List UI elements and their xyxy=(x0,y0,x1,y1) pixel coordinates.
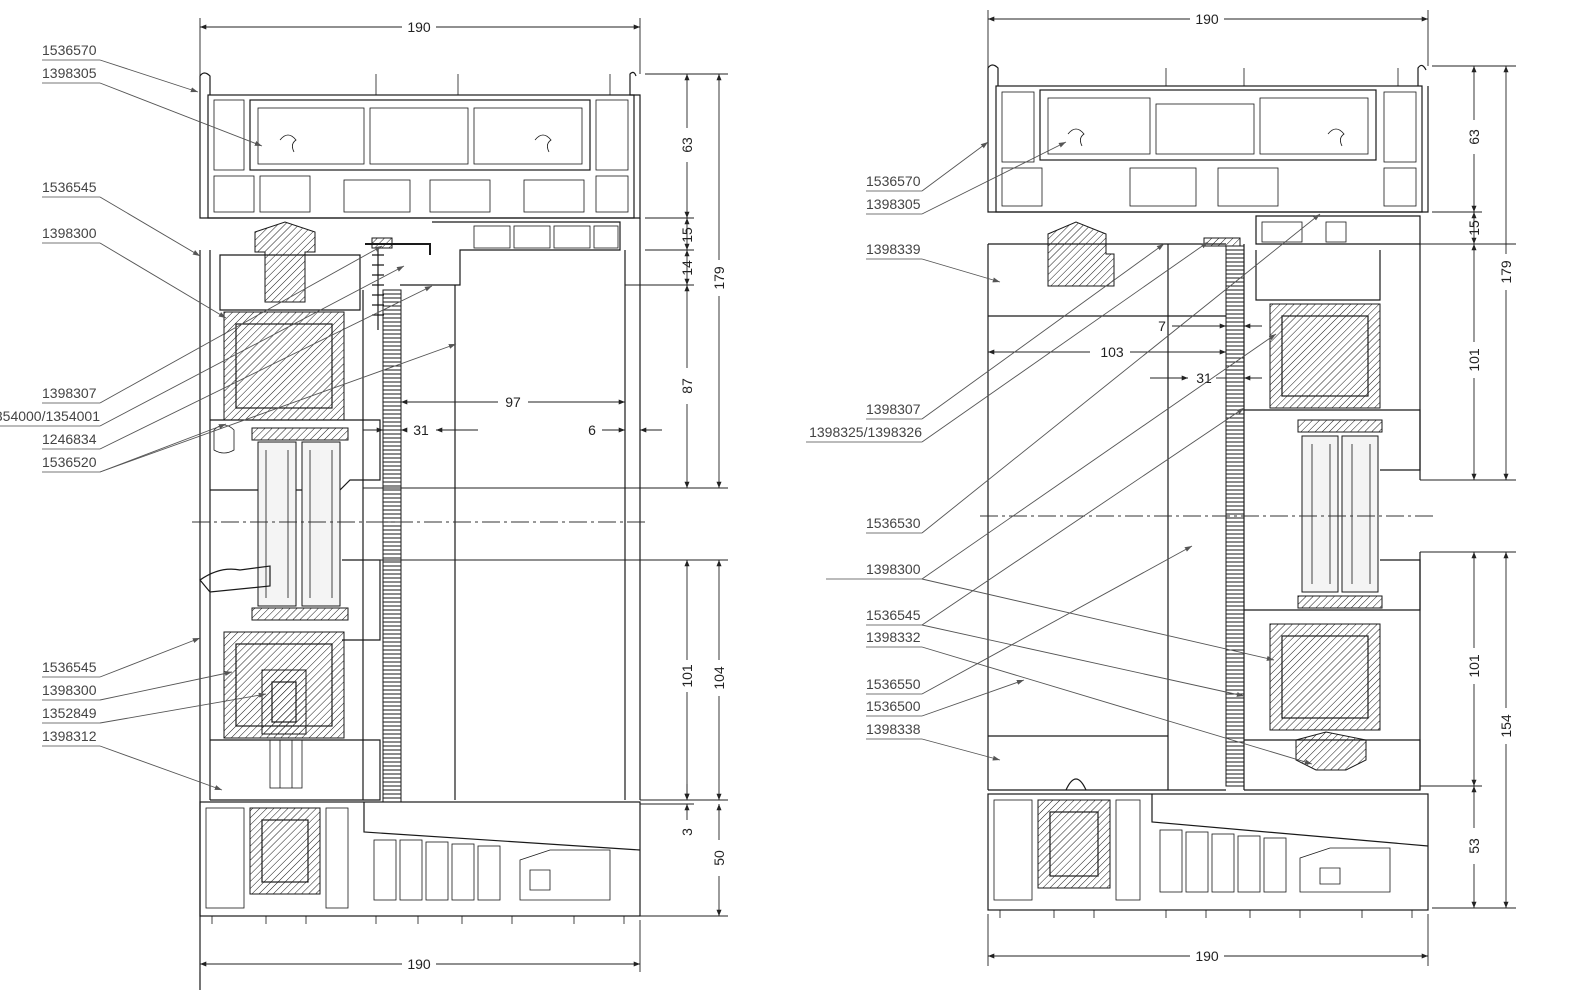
left-dim-63: 63 xyxy=(679,137,695,153)
left-section: 190 190 63 15 14 87 179 97 31 6 101 104 … xyxy=(0,18,728,990)
left-dim-top-width: 190 xyxy=(407,19,431,35)
left-dim-104: 104 xyxy=(711,666,727,690)
right-bottom-frame-profile xyxy=(987,778,1429,918)
right-label-1398339: 1398339 xyxy=(866,241,921,257)
right-dim-63: 63 xyxy=(1466,129,1482,145)
left-label-1398307: 1398307 xyxy=(42,385,97,401)
right-top-frame-profile xyxy=(987,64,1429,213)
right-dim-bottom-width: 190 xyxy=(1195,948,1219,964)
left-dim-6: 6 xyxy=(588,422,596,438)
left-dim-101: 101 xyxy=(679,664,695,688)
left-bottom-frame-profile xyxy=(199,801,641,924)
left-dim-87: 87 xyxy=(679,378,695,394)
left-glazing-unit xyxy=(251,427,349,621)
left-dim-31: 31 xyxy=(413,422,429,438)
right-part-labels: 1536570 1398305 1398339 1398307 1398325/… xyxy=(806,141,1321,765)
left-label-1398312: 1398312 xyxy=(42,728,97,744)
right-dim-31: 31 xyxy=(1196,370,1212,386)
right-dim-7: 7 xyxy=(1158,318,1166,334)
left-label-1352849: 1352849 xyxy=(42,705,97,721)
right-label-1536545: 1536545 xyxy=(866,607,921,623)
right-dim-15: 15 xyxy=(1466,220,1482,236)
left-dimensions xyxy=(199,18,728,972)
right-label-1398300: 1398300 xyxy=(866,561,921,577)
right-dim-top-width: 190 xyxy=(1195,11,1219,27)
left-dim-15: 15 xyxy=(679,227,695,243)
left-dim-3: 3 xyxy=(679,828,695,836)
right-label-1536570: 1536570 xyxy=(866,173,921,189)
right-label-1536550: 1536550 xyxy=(866,676,921,692)
right-label-1536530: 1536530 xyxy=(866,515,921,531)
right-dim-53: 53 xyxy=(1466,838,1482,854)
left-top-frame-profile xyxy=(199,71,641,219)
right-label-1398332: 1398332 xyxy=(866,629,921,645)
right-dim-103: 103 xyxy=(1100,344,1124,360)
left-dim-97: 97 xyxy=(505,394,521,410)
right-dim-154: 154 xyxy=(1498,714,1514,738)
left-label-1398300-bottom: 1398300 xyxy=(42,682,97,698)
left-label-1536570: 1536570 xyxy=(42,42,97,58)
left-lower-sash-profile xyxy=(199,559,381,801)
left-label-1246834: 1246834 xyxy=(42,431,97,447)
left-dim-14: 14 xyxy=(679,260,695,276)
left-label-1536545-top: 1536545 xyxy=(42,179,97,195)
left-part-labels: 1536570 1398305 1536545 1398300 1398307 … xyxy=(0,42,457,791)
right-label-1398305: 1398305 xyxy=(866,196,921,212)
right-dim-101-lower: 101 xyxy=(1466,654,1482,678)
right-dim-101-upper: 101 xyxy=(1466,348,1482,372)
right-dimensions xyxy=(987,10,1516,966)
right-label-1398338: 1398338 xyxy=(866,721,921,737)
right-label-1398307: 1398307 xyxy=(866,401,921,417)
right-section: 190 190 63 15 179 101 7 103 31 101 154 5… xyxy=(806,10,1516,966)
right-glazing-unit xyxy=(1297,419,1383,609)
right-label-1398325-1398326: 1398325/1398326 xyxy=(809,424,922,440)
left-label-1354000-1354001: 1354000/1354001 xyxy=(0,408,100,424)
left-dim-179: 179 xyxy=(711,266,727,290)
right-dim-179: 179 xyxy=(1498,260,1514,284)
right-label-1536500: 1536500 xyxy=(866,698,921,714)
left-dim-bottom-width: 190 xyxy=(407,956,431,972)
left-label-1398305: 1398305 xyxy=(42,65,97,81)
left-dim-50: 50 xyxy=(711,850,727,866)
right-fixed-frame-lower xyxy=(1244,559,1421,791)
left-label-1398300-top: 1398300 xyxy=(42,225,97,241)
left-label-1536520: 1536520 xyxy=(42,454,97,470)
right-seal-strip xyxy=(1203,237,1241,247)
left-label-1536545-bottom: 1536545 xyxy=(42,659,97,675)
